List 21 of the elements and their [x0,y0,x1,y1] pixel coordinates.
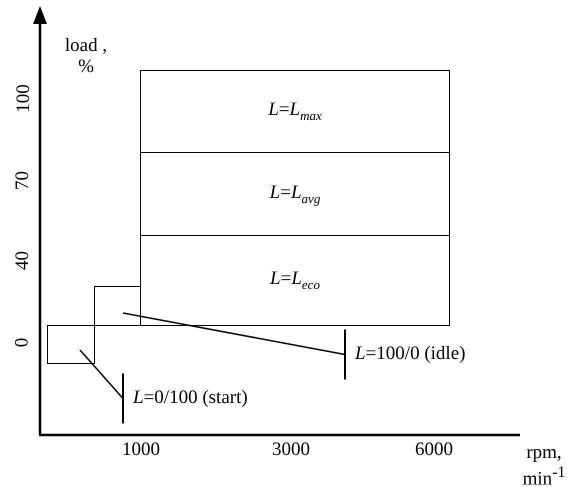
leader-line [122,312,346,380]
tick-label: 6000 [415,440,453,461]
load-band [140,152,450,236]
annotation-label: L=0/100 (start) [133,388,248,409]
band-label: L=L$_{max}$ [268,99,322,124]
region-box [47,325,95,364]
tick-label: 70 [13,170,34,190]
band-label: L=L$_{avg}$ [270,182,320,206]
band-label: L=L$_{eco}$ [270,268,320,293]
tick-label: 1000 [122,440,160,461]
tick-label: 100 [14,84,35,113]
tick-label: 3000 [272,440,310,461]
tick-label: 0 [12,338,34,348]
axis-title: rpm, min$^{-1}$ [522,443,566,487]
load-band [140,70,450,153]
axis-title: load , % [64,36,108,78]
leader-line [79,350,124,424]
load-band [140,235,450,326]
annotation-label: L=100/0 (idle) [355,344,466,365]
tick-label: 40 [13,250,34,270]
region-box [94,286,141,326]
